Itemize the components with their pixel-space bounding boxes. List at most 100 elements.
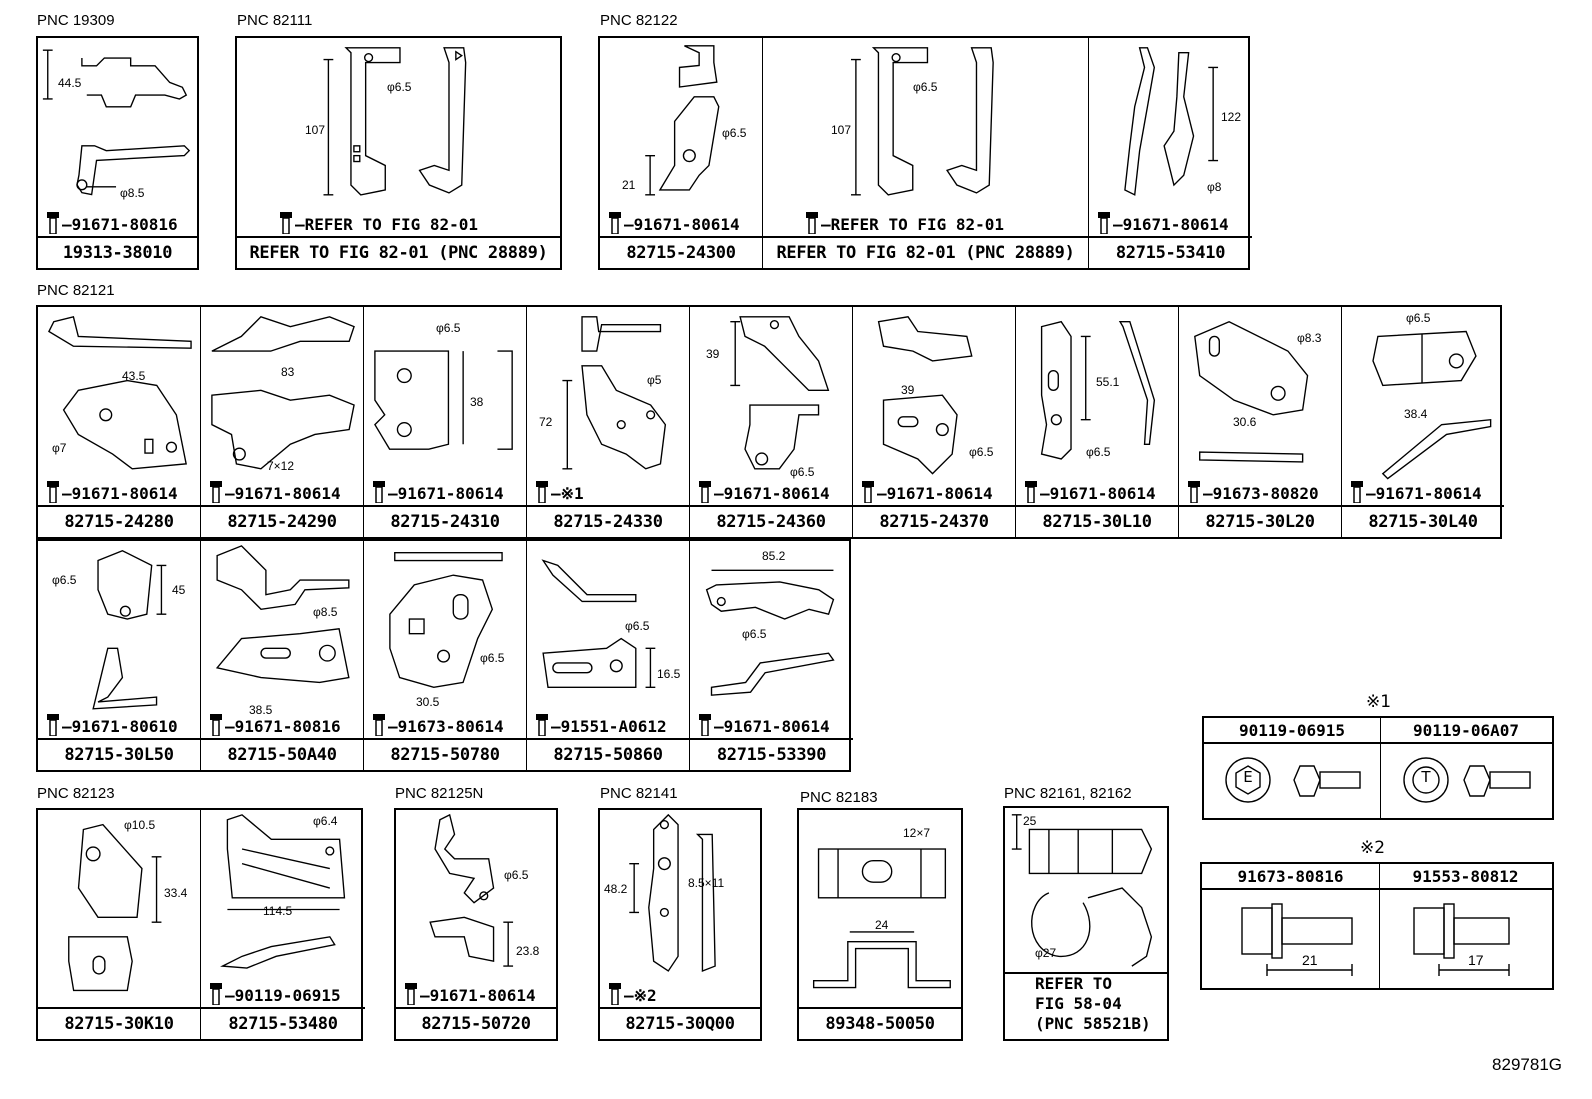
fastener-ref: REFER TO FIG 82-01 [830, 215, 1005, 234]
part-number: 82715-50A40 [201, 738, 363, 770]
dim-38-5: 38.5 [249, 703, 273, 717]
part-number: 19313-38010 [38, 236, 197, 268]
part-card-82715-30l40[interactable]: φ6.5 38.4 —91671-80614 82715-30L40 [1342, 307, 1504, 537]
note-1-mark: ※1 [1366, 692, 1392, 712]
part-card-82715-30l10[interactable]: 55.1 φ6.5 —91671-80614 82715-30L10 [1016, 307, 1179, 537]
bolt-icon [47, 481, 59, 503]
dim-33-4: 33.4 [164, 886, 188, 900]
dim-slot: 7×12 [267, 459, 295, 473]
fastener: —91671-80614 [698, 714, 830, 736]
bracket-drawing [763, 38, 1088, 238]
part-card-82715-24290[interactable]: 83 7×12 —91671-80614 82715-24290 [201, 307, 364, 537]
part-card-82715-30l50[interactable]: φ6.5 45 —91671-80610 82715-30L50 [38, 541, 201, 770]
dim-16-5: 16.5 [657, 667, 681, 681]
note-1-table: 90119-06915 90119-06A07 E T [1202, 716, 1554, 820]
dim-hole: φ8.5 [313, 605, 338, 619]
clip-drawing [799, 810, 961, 1009]
dim-hole: φ27 [1035, 946, 1057, 960]
divider [1379, 864, 1380, 988]
pnc-label-82161-82162: PNC 82161, 82162 [1004, 785, 1132, 802]
part-card-82715-24330[interactable]: φ5 72 —※1 82715-24330 [527, 307, 690, 537]
note-1-part-a: 90119-06915 [1204, 718, 1380, 744]
bracket-drawing [396, 810, 556, 1009]
bolt-icon [609, 983, 621, 1005]
part-group-82121-row-b: φ6.5 45 —91671-80610 82715-30L50 φ8.5 38… [36, 539, 853, 772]
part-number: 82715-30K10 [38, 1007, 200, 1039]
bracket-drawing [600, 38, 762, 238]
bracket-drawing [527, 541, 689, 740]
dim-hole: φ6.5 [52, 573, 77, 587]
part-number: 82715-24360 [690, 505, 852, 537]
fastener: —91671-80614 [1350, 481, 1482, 503]
bolt-icon [405, 983, 417, 1005]
part-card-82715-50780[interactable]: φ6.5 30.5 —91673-80614 82715-50780 [364, 541, 527, 770]
bracket-drawing [38, 810, 200, 1009]
part-card-82715-50860[interactable]: φ6.5 16.5 —91551-A0612 82715-50860 [527, 541, 690, 770]
part-card-82715-24370[interactable]: 39 φ6.5 —91671-80614 82715-24370 [853, 307, 1016, 537]
note-2-mark: ※2 [1360, 838, 1386, 858]
part-number: 89348-50050 [799, 1007, 961, 1039]
dim-30-6: 30.6 [1233, 415, 1257, 429]
fastener-number: 91671-80610 [71, 717, 178, 736]
part-card-82715-24360[interactable]: 39 φ6.5 —91671-80614 82715-24360 [690, 307, 853, 537]
fastener-number: 91671-80614 [1375, 484, 1482, 503]
note-1-bolt-drawings [1225, 757, 1531, 803]
bracket-drawing [690, 307, 852, 507]
part-card-82715-53390[interactable]: 85.2 φ6.5 —91671-80614 82715-53390 [690, 541, 853, 770]
dim-114-5: 114.5 [263, 904, 293, 918]
fastener: —REFER TO FIG 82-01 [279, 212, 478, 234]
part-card-82715-30k10[interactable]: φ10.5 33.4 82715-30K10 [38, 810, 201, 1039]
note-1-part-b: 90119-06A07 [1380, 718, 1552, 744]
part-number: 82715-24280 [38, 505, 200, 537]
part-card-82122-refer[interactable]: 107 φ6.5 —REFER TO FIG 82-01 REFER TO FI… [763, 38, 1089, 268]
fastener-number: 90119-06915 [234, 986, 341, 1005]
dim-39: 39 [901, 383, 915, 397]
part-group-82122: 21 φ6.5 —91671-80614 82715-24300 107 φ6.… [598, 36, 1252, 270]
part-card-82715-53410[interactable]: 122 φ8 —91671-80614 82715-53410 [1089, 38, 1252, 268]
bracket-drawing [237, 38, 560, 238]
dim-21: 21 [622, 178, 636, 192]
part-card-19313-38010[interactable]: 44.5 φ8.5 —91671-80816 19313-38010 [36, 36, 199, 270]
dim-48-2: 48.2 [604, 882, 628, 896]
part-group-82123: φ10.5 33.4 82715-30K10 φ6.4 114.5 —90119… [36, 808, 365, 1041]
part-card-82715-50a40[interactable]: φ8.5 38.5 —91671-80816 82715-50A40 [201, 541, 364, 770]
dim-hole: φ6.5 [436, 321, 461, 335]
fastener-number: 91671-80816 [71, 215, 178, 234]
part-card-82715-24310[interactable]: φ6.5 38 —91671-80614 82715-24310 [364, 307, 527, 537]
part-card-82715-30l20[interactable]: φ8.3 30.6 —91673-80820 82715-30L20 [1179, 307, 1342, 537]
bracket-drawing [201, 307, 363, 507]
fastener-number: 91671-80614 [1049, 484, 1156, 503]
part-card-82715-50720[interactable]: φ6.5 23.8 —91671-80614 82715-50720 [394, 808, 558, 1041]
dim-21: 21 [1302, 952, 1318, 968]
part-number: 82715-50780 [364, 738, 526, 770]
bolt-icon [280, 212, 292, 234]
part-card-89348-50050[interactable]: 12×7 24 89348-50050 [797, 808, 963, 1041]
note-2-part-a: 91673-80816 [1202, 864, 1379, 890]
part-number: 82715-24300 [600, 236, 762, 268]
dim-hole: φ8 [1207, 180, 1222, 194]
bolt-icon [536, 481, 548, 503]
fastener: —90119-06915 [209, 983, 341, 1005]
bracket-drawing [38, 38, 197, 238]
head-mark-t: T [1421, 768, 1431, 786]
fastener-number: 91671-80614 [429, 986, 536, 1005]
bolt-icon [806, 212, 818, 234]
bracket-drawing [853, 307, 1015, 507]
dim-hole: φ5 [647, 373, 662, 387]
part-card-82715-30q00[interactable]: 48.2 8.5×11 —※2 82715-30Q00 [598, 808, 762, 1041]
fastener: —91671-80816 [46, 212, 178, 234]
part-card-82715-53480[interactable]: φ6.4 114.5 —90119-06915 82715-53480 [201, 810, 365, 1039]
divider [1380, 718, 1381, 818]
head-mark-e: E [1243, 768, 1253, 786]
refer-line-2: FIG 58-04 [1035, 994, 1122, 1013]
dim-hole: φ6.5 [913, 80, 938, 94]
part-card-82715-24280[interactable]: 43.5 φ7 —91671-80614 82715-24280 [38, 307, 201, 537]
clamp-drawing [1005, 808, 1167, 972]
pnc-label-82123: PNC 82123 [37, 785, 115, 802]
part-card-82715-24300[interactable]: 21 φ6.5 —91671-80614 82715-24300 [600, 38, 763, 268]
fastener: —※2 [608, 983, 657, 1005]
part-card-82111-refer[interactable]: 107 φ6.5 —REFER TO FIG 82-01 REFER TO FI… [235, 36, 562, 270]
bracket-drawing [690, 541, 853, 740]
part-card-58521b-refer[interactable]: 25 φ27 REFER TO FIG 58-04 (PNC 58521B) [1003, 806, 1169, 1041]
bracket-drawing [364, 541, 526, 740]
